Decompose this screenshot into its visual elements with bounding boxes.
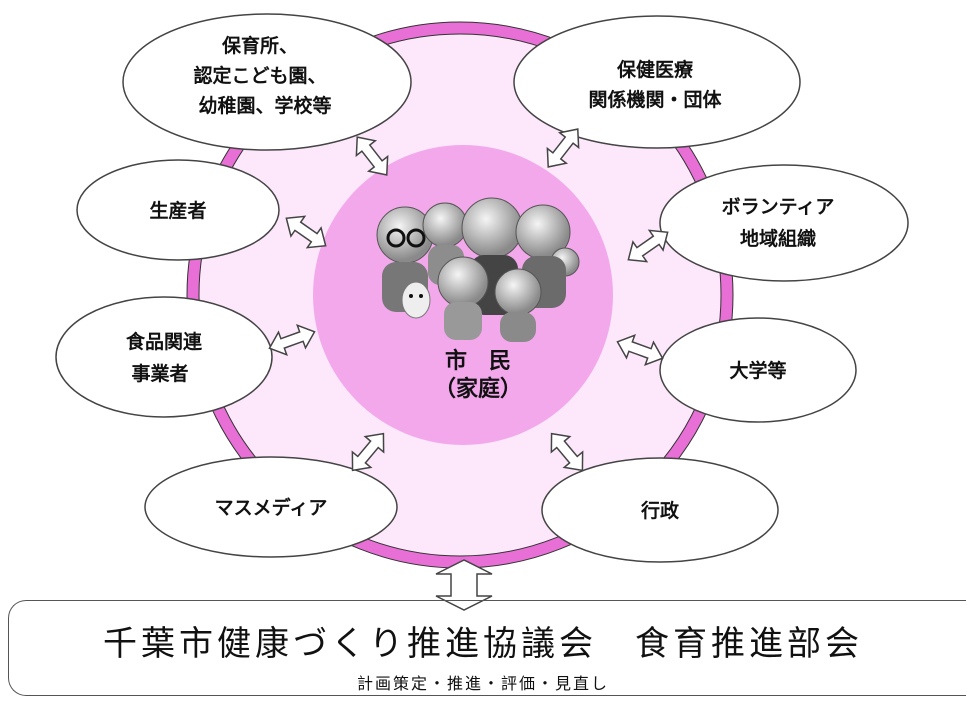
council-box bbox=[8, 600, 966, 696]
svg-text:食品関連: 食品関連 bbox=[126, 330, 203, 353]
council-title: 千葉市健康づくり推進協議会 食育推進部会 bbox=[103, 624, 863, 664]
svg-text:生産者: 生産者 bbox=[149, 199, 206, 222]
partner-health-medical: 保健医療 関係機関・団体 bbox=[513, 15, 801, 149]
svg-text:マスメディア: マスメディア bbox=[215, 496, 328, 519]
partner-food-businesses: 食品関連 事業者 bbox=[55, 296, 273, 418]
svg-text:関係機関・団体: 関係機関・団体 bbox=[588, 88, 722, 111]
partner-universities: 大学等 bbox=[659, 317, 857, 423]
center-label-citizens: 市 民 bbox=[445, 348, 511, 374]
family-image bbox=[376, 197, 580, 342]
outer-ring-inner-edge bbox=[198, 33, 722, 557]
svg-text:大学等: 大学等 bbox=[729, 359, 786, 382]
partner-volunteers: ボランティア 地域組織 bbox=[659, 164, 909, 282]
partner-childcare-schools: 保育所、 認定こども園、 幼稚園、学校等 bbox=[122, 13, 412, 151]
partner-mass-media: マスメディア bbox=[144, 456, 398, 558]
arrow-to-council bbox=[435, 559, 493, 611]
svg-text:認定こども園、: 認定こども園、 bbox=[193, 64, 326, 87]
council-subtitle: 計画策定・推進・評価・見直し bbox=[356, 674, 609, 693]
partner-producers: 生産者 bbox=[76, 159, 280, 261]
svg-text:地域組織: 地域組織 bbox=[740, 227, 816, 250]
svg-text:行政: 行政 bbox=[640, 499, 680, 522]
svg-text:事業者: 事業者 bbox=[131, 362, 188, 385]
svg-text:保健医療: 保健医療 bbox=[616, 58, 694, 81]
partner-administration: 行政 bbox=[541, 457, 779, 563]
svg-text:幼稚園、学校等: 幼稚園、学校等 bbox=[198, 94, 331, 117]
svg-text:保育所、: 保育所、 bbox=[221, 34, 298, 57]
center-label-household: （家庭） bbox=[434, 376, 522, 402]
svg-text:ボランティア: ボランティア bbox=[722, 196, 835, 218]
